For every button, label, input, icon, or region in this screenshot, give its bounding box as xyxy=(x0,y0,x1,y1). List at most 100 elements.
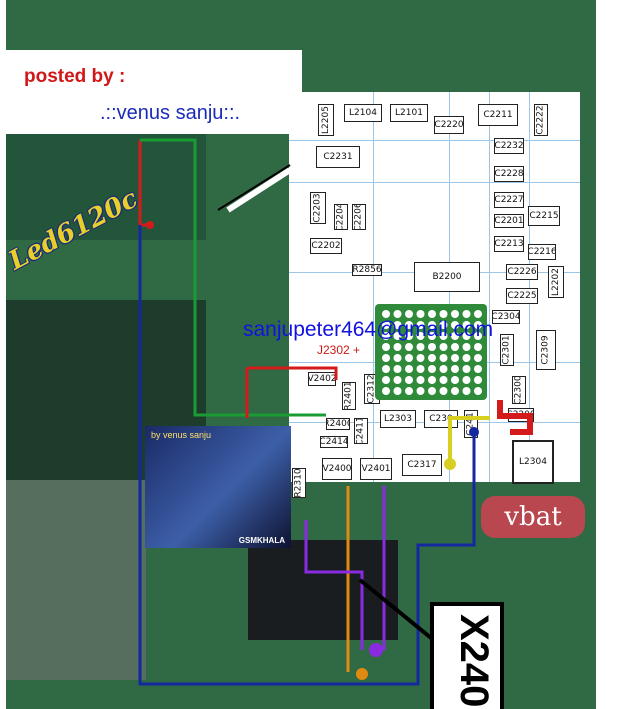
purple-trace xyxy=(304,520,364,650)
bga-ball xyxy=(428,354,436,362)
component-c2225: C2225 xyxy=(506,288,538,304)
yellow-node xyxy=(444,458,456,470)
pcb-component-area xyxy=(6,132,206,240)
bga-chip xyxy=(375,304,487,400)
component-c2206: C2206 xyxy=(352,204,366,230)
bga-ball xyxy=(405,332,413,340)
component-c2203: C2203 xyxy=(310,192,326,224)
pointer-line xyxy=(217,164,291,211)
bga-ball xyxy=(405,387,413,395)
component-c2227: C2227 xyxy=(494,192,524,208)
component-c2309: C2309 xyxy=(536,330,556,370)
bga-ball xyxy=(474,310,482,318)
author-thumbnail: by venus sanju GSMKHALA xyxy=(145,426,291,548)
component-c2228: C2228 xyxy=(494,166,524,182)
bga-ball xyxy=(474,387,482,395)
bga-ball xyxy=(474,321,482,329)
bga-ball xyxy=(439,332,448,340)
bga-ball xyxy=(462,332,471,340)
component-c2204: C2204 xyxy=(334,204,348,230)
component-l2303: L2303 xyxy=(380,410,416,428)
bga-ball xyxy=(462,365,471,373)
bga-ball xyxy=(428,343,436,351)
pcb-shield-area xyxy=(6,480,146,680)
bga-ball xyxy=(439,365,448,373)
component-l2104: L2104 xyxy=(344,104,382,122)
component-r2310: R2310 xyxy=(292,468,306,498)
bga-ball xyxy=(405,321,413,329)
bga-ball xyxy=(382,387,390,395)
component-c2301: C2301 xyxy=(500,334,514,366)
component-c2304: C2304 xyxy=(492,310,520,324)
bga-ball xyxy=(451,310,459,318)
bga-ball xyxy=(393,332,402,340)
component-v2401: V2401 xyxy=(360,458,392,480)
component-c2317: C2317 xyxy=(402,454,442,476)
component-r2856: R2856 xyxy=(352,264,382,276)
component-c2232: C2232 xyxy=(494,138,524,154)
bga-ball xyxy=(474,365,482,373)
bga-ball xyxy=(451,321,459,329)
purple-node xyxy=(369,643,383,657)
posted-by-label: posted by : xyxy=(24,66,126,87)
component-c2226: C2226 xyxy=(506,264,538,280)
bga-ball xyxy=(451,376,459,384)
connector-x240: X240 xyxy=(430,602,504,709)
bga-ball xyxy=(416,343,425,351)
bga-ball xyxy=(462,343,471,351)
component-r2401: R2401 xyxy=(342,382,356,410)
bga-ball xyxy=(416,376,425,384)
bga-ball xyxy=(451,354,459,362)
bga-ball xyxy=(439,376,448,384)
bga-ball xyxy=(382,321,390,329)
component-r2400: R2400 xyxy=(326,418,350,430)
component-c2202: C2202 xyxy=(310,238,342,254)
bga-ball xyxy=(439,321,448,329)
component-v2400: V2400 xyxy=(322,458,352,480)
bga-ball xyxy=(451,365,459,373)
component-c2414: C2414 xyxy=(320,436,348,448)
blue-trace xyxy=(138,225,476,686)
header-banner xyxy=(6,50,302,134)
component-c2201: C2201 xyxy=(494,214,524,228)
yellow-trace xyxy=(448,416,490,462)
bga-ball xyxy=(393,310,402,318)
bga-ball xyxy=(382,365,390,373)
component-c2215: C2215 xyxy=(528,206,560,226)
bga-ball xyxy=(474,332,482,340)
component-c2300: C2300 xyxy=(512,376,526,404)
component-c2411: C2411 xyxy=(354,418,368,444)
bga-ball xyxy=(462,310,471,318)
bga-ball xyxy=(393,354,402,362)
red-node xyxy=(146,221,154,229)
red-trace xyxy=(138,140,150,227)
bga-ball xyxy=(393,387,402,395)
bga-ball xyxy=(416,310,425,318)
red-trace-top xyxy=(245,366,338,418)
bga-ball xyxy=(451,343,459,351)
bga-ball xyxy=(474,376,482,384)
bga-ball xyxy=(405,365,413,373)
bga-ball xyxy=(474,343,482,351)
thumbnail-by-label: by venus sanju xyxy=(151,430,212,440)
bga-ball xyxy=(428,365,436,373)
component-c2231: C2231 xyxy=(316,146,360,168)
email-label: sanjupeter464@gmail.com xyxy=(243,318,494,341)
bga-ball xyxy=(428,387,436,395)
bga-ball xyxy=(393,365,402,373)
pointer-line-white xyxy=(226,167,292,213)
bga-ball xyxy=(416,365,425,373)
bga-ball xyxy=(439,343,448,351)
j2302-label: J2302 + xyxy=(317,343,361,357)
bga-ball xyxy=(382,376,390,384)
blue-node xyxy=(469,427,479,437)
vbat-trace xyxy=(497,400,533,435)
bga-ball xyxy=(405,354,413,362)
bga-ball xyxy=(462,321,471,329)
component-b2200: B2200 xyxy=(414,262,480,292)
bga-ball xyxy=(416,321,425,329)
bga-ball xyxy=(382,332,390,340)
bga-ball xyxy=(439,310,448,318)
bga-ball xyxy=(462,376,471,384)
